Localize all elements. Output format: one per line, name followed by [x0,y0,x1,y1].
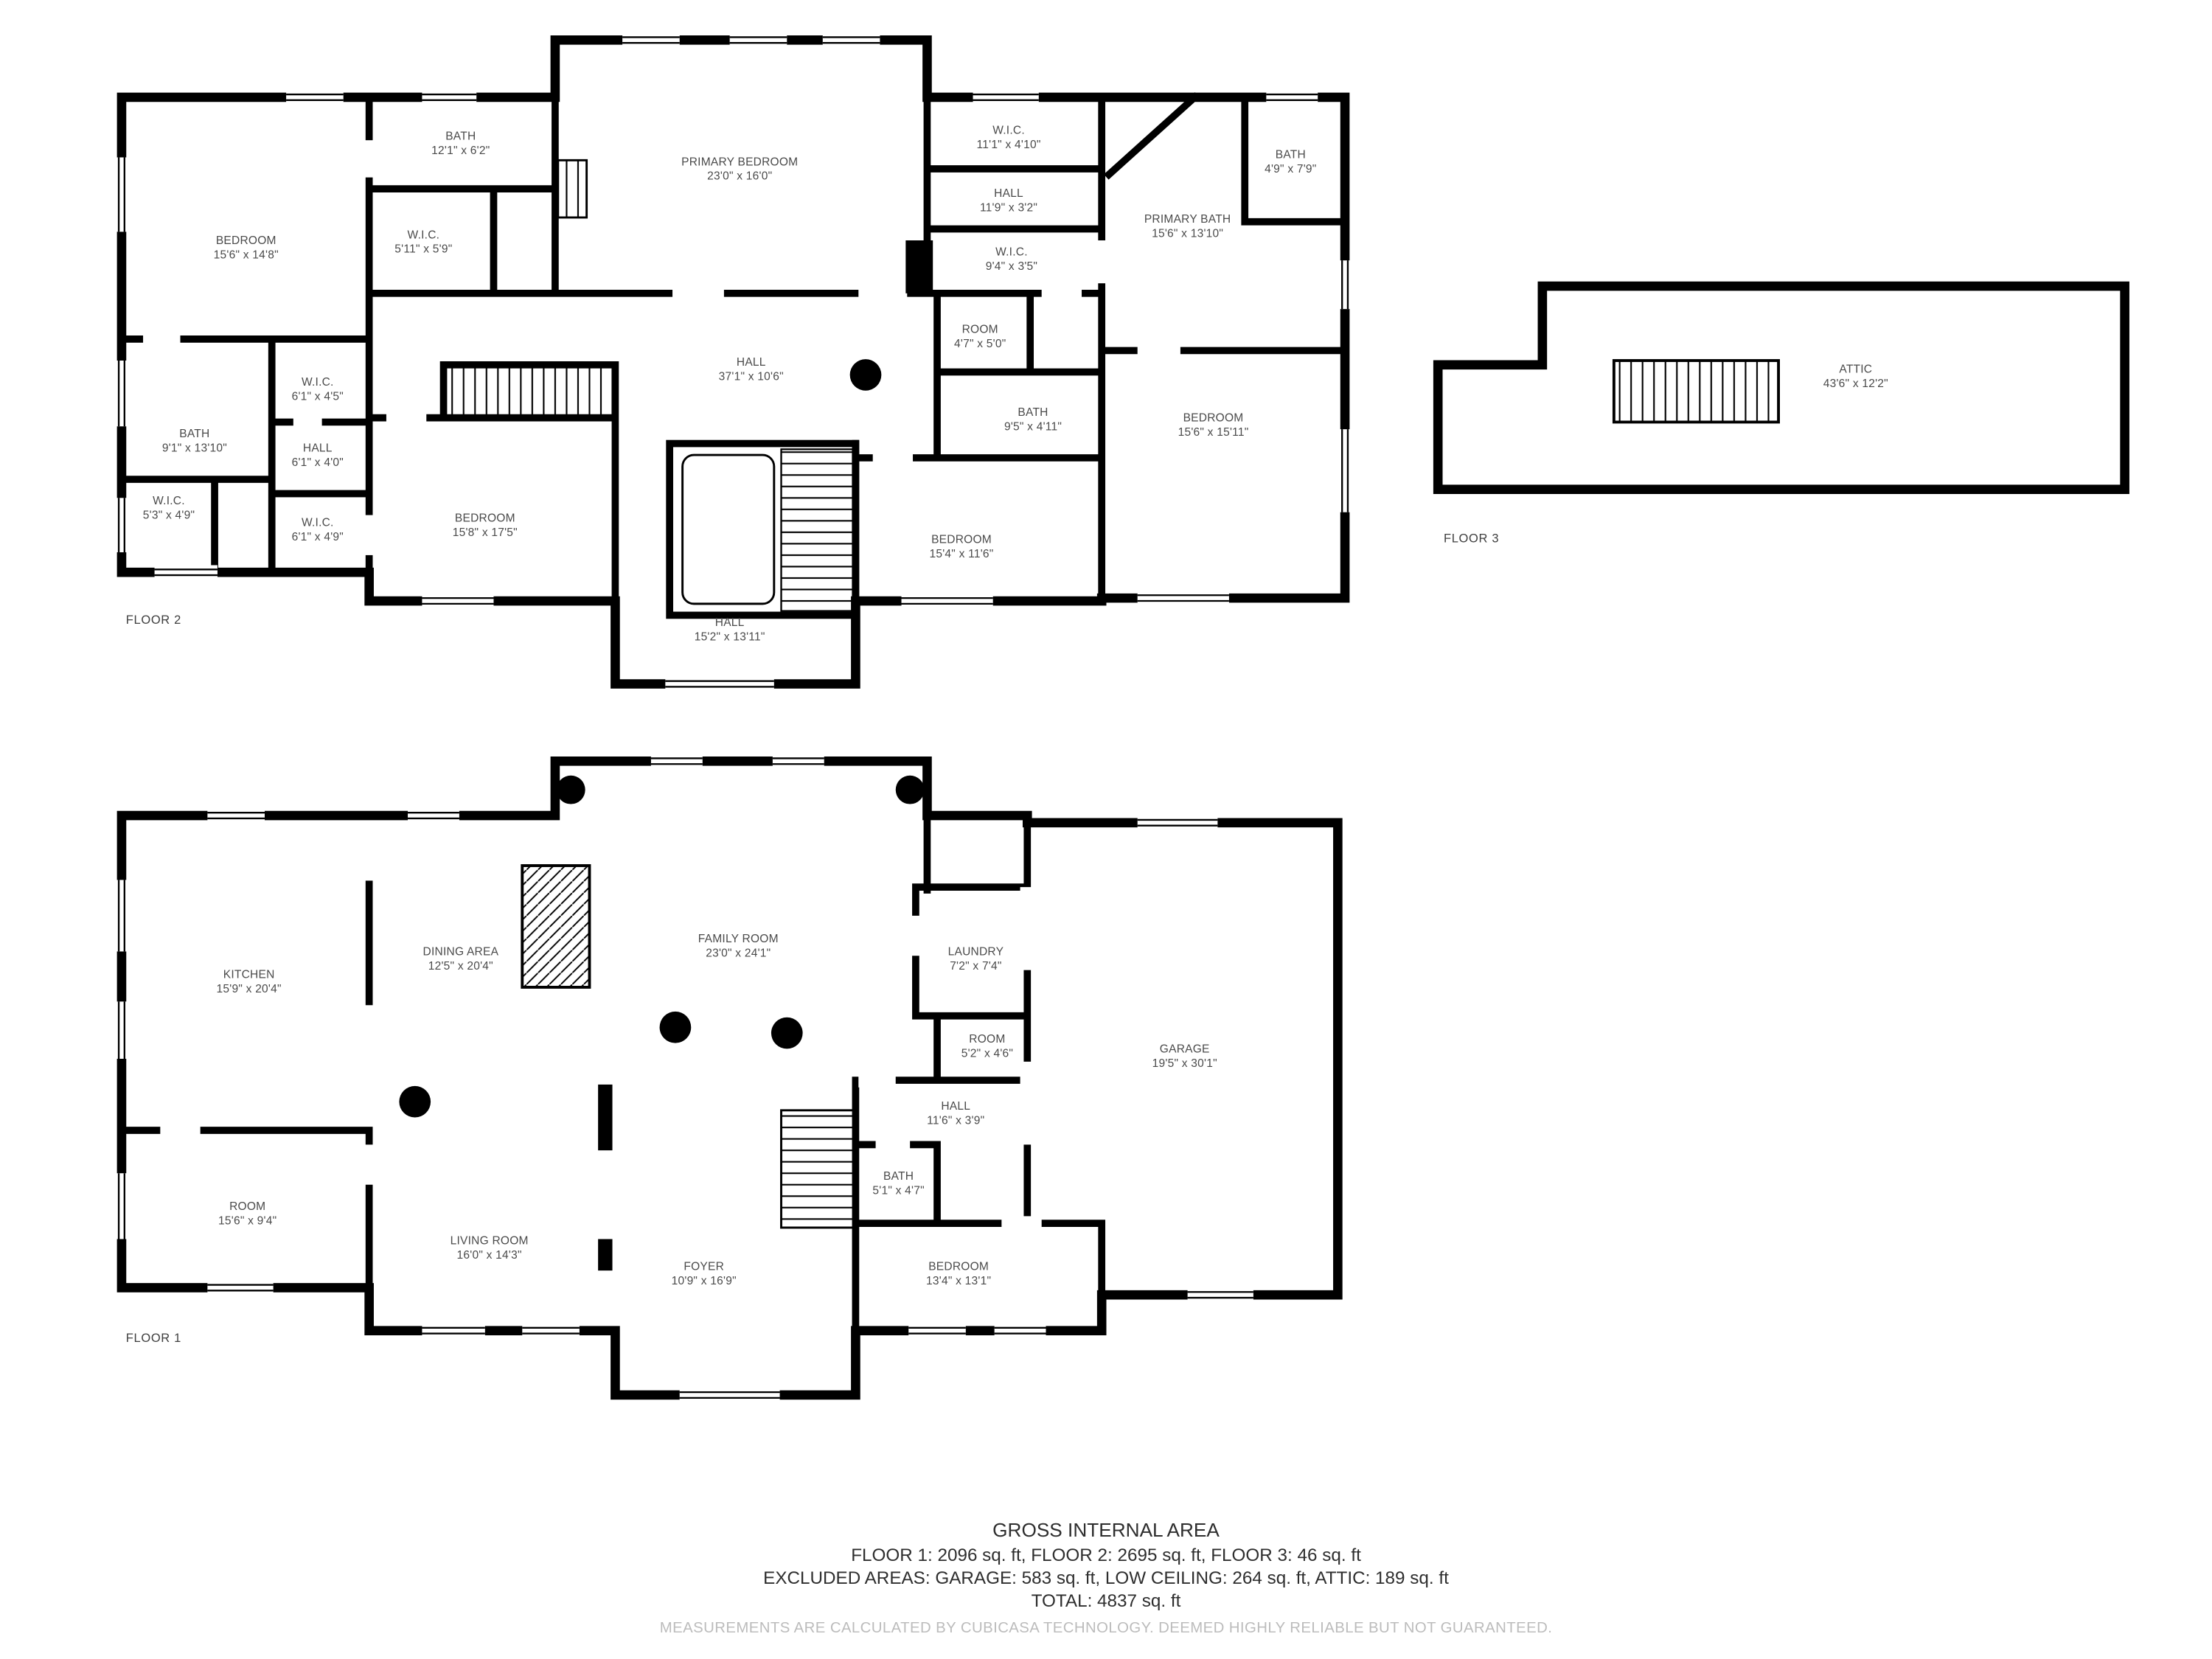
wall-stub [598,1084,613,1151]
room-label-wic: W.I.C.11'1" x 4'10" [976,124,1041,152]
column-dot-icon [771,1017,803,1049]
wall-stub [598,1239,613,1271]
chimney-icon [905,240,933,293]
fireplace-icon-floor2 [557,159,588,219]
column-dot-icon [659,1011,692,1043]
windows-floor1 [114,754,1253,1402]
floor-areas-line: FLOOR 1: 2096 sq. ft, FLOOR 2: 2695 sq. … [851,1545,1361,1565]
column-dot-icon [849,359,882,391]
gross-internal-area-title: GROSS INTERNAL AREA [992,1519,1220,1541]
room-label-wic: W.I.C.6'1" x 4'5" [291,375,344,404]
floor1-walls [114,754,1343,1402]
disclaimer-text: MEASUREMENTS ARE CALCULATED BY CUBICASA … [659,1619,1553,1637]
total-area-line: TOTAL: 4837 sq. ft [1031,1590,1181,1612]
door-openings-floor2 [143,140,1180,555]
floor3-walls [1433,281,2129,494]
room-label-wic: W.I.C.6'1" x 4'9" [291,515,344,544]
fireplace-icon-floor1 [521,864,591,989]
floor2-tag: FLOOR 2 [125,612,181,627]
room-label-wic: W.I.C.9'4" x 3'5" [985,246,1038,274]
floor1-tag: FLOOR 1 [125,1330,181,1346]
floor3-tag: FLOOR 3 [1443,530,1500,546]
attic-stairs-icon [1612,359,1780,424]
room-label-wic: W.I.C.5'11" x 5'9" [394,228,453,257]
floor2-walls [114,32,1352,692]
area-summary: GROSS INTERNAL AREA FLOOR 1: 2096 sq. ft… [0,1520,2212,1637]
stair-run-icon [442,363,617,420]
windows-floor2 [114,32,1352,692]
stairwell-opening [681,453,776,605]
door-openings-floor1 [160,887,1042,1231]
foyer-stairs-icon [780,1109,857,1229]
room-label-wic: W.I.C.5'3" x 4'9" [142,494,195,523]
excluded-areas-line: EXCLUDED AREAS: GARAGE: 583 sq. ft, LOW … [763,1568,1449,1588]
stairwell-treads-icon [780,448,854,612]
corner-post-icon [895,775,925,804]
column-dot-icon [399,1085,431,1118]
corner-post-icon [556,775,585,804]
